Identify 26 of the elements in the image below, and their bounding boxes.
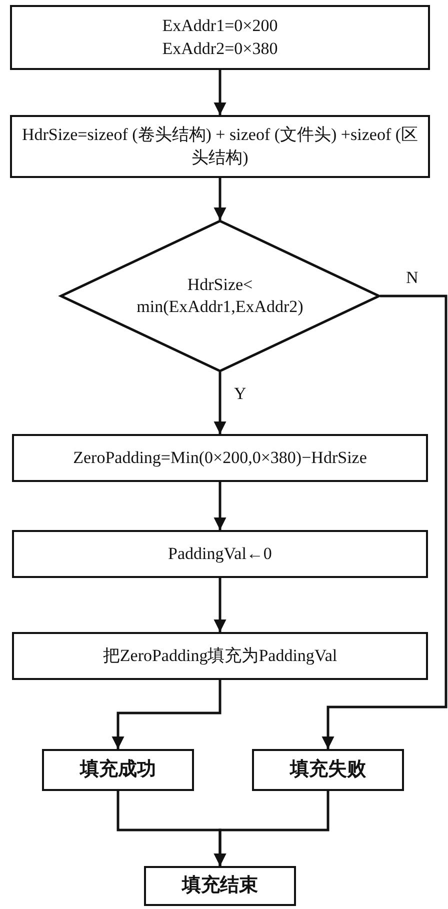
process-box [12, 632, 428, 680]
arrow [112, 680, 222, 749]
arrow [214, 372, 226, 434]
arrow [214, 791, 330, 866]
node-text: ZeroPadding=Min(0×200,0×380)−HdrSize [73, 446, 367, 469]
arrow [214, 178, 226, 220]
process-box [144, 866, 296, 906]
node-text: 填充成功 [80, 758, 156, 782]
node-text: PaddingVal←0 [168, 542, 272, 565]
node-text: 填充结束 [182, 874, 258, 898]
node-text: HdrSize< min(ExAddr1,ExAddr2) [136, 274, 304, 318]
process-box [10, 115, 430, 178]
node-text: ExAddr1=0×200 [162, 15, 278, 38]
process-box [12, 434, 428, 482]
arrow [214, 70, 226, 115]
arrow [322, 294, 448, 749]
node-text: ExAddr2=0×380 [162, 38, 278, 60]
process-box [42, 749, 194, 791]
process-box [12, 530, 428, 578]
arrow [214, 482, 226, 530]
node-text: HdrSize=sizeof (卷头结构) + sizeof (文件头) +sizeof (区头结构) [20, 124, 420, 168]
node-text: 把ZeroPadding填充为PaddingVal [102, 644, 338, 667]
process-box [252, 749, 404, 791]
arrow [214, 578, 226, 632]
process-box [10, 5, 430, 70]
node-text: 填充失败 [290, 758, 366, 782]
